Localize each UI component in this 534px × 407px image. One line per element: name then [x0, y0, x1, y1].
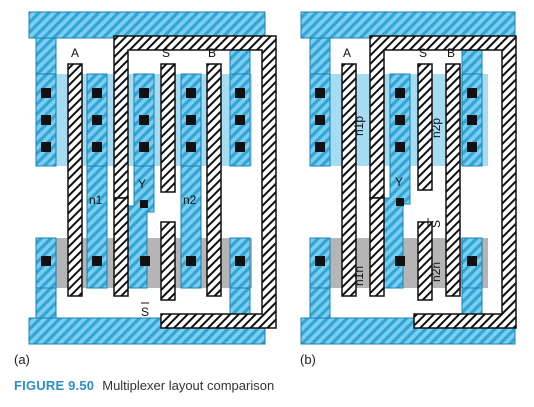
- contacts-b: [315, 88, 477, 266]
- rail-drop-left-b: [309, 37, 331, 75]
- label-n2-a: n2: [183, 193, 197, 207]
- poly-sbar-b: [369, 197, 385, 297]
- poly-sbar-gate-b: [417, 221, 433, 301]
- poly-a-b: [341, 63, 357, 297]
- rail-rise-left-b: [309, 287, 331, 319]
- figure-title: Multiplexer layout comparison: [102, 378, 275, 393]
- vdd-rail-b: [300, 11, 516, 39]
- label-b-b: B: [447, 46, 455, 60]
- rail-drop-left-a: [35, 37, 57, 75]
- metal-n2-a: [180, 165, 202, 289]
- metal-y-a: [126, 165, 155, 289]
- label-n1p-b: n1p: [352, 116, 366, 136]
- panel-b-sublabel: (b): [300, 352, 316, 367]
- poly-b-a: [206, 63, 222, 297]
- label-n1-a: n1: [89, 193, 103, 207]
- poly-s-gate-b: [417, 63, 433, 191]
- label-s-a: S: [162, 46, 170, 60]
- figure-caption: FIGURE 9.50 Multiplexer layout comparison: [14, 378, 274, 393]
- label-n2p-b: n2p: [429, 118, 443, 138]
- poly-a-a: [67, 63, 83, 297]
- label-sbar-b: S: [429, 220, 443, 228]
- rail-rise-left-a: [35, 287, 57, 319]
- poly-b-b: [445, 63, 461, 297]
- label-sbar-a: S: [141, 305, 149, 319]
- contacts-a: [41, 88, 245, 266]
- panel-a-sublabel: (a): [14, 352, 30, 367]
- label-b-a: B: [208, 46, 216, 60]
- label-a-b: A: [343, 46, 351, 60]
- metal-y-b: [382, 73, 411, 289]
- vdd-rail-a: [28, 11, 266, 39]
- label-y-b: Y: [395, 175, 403, 189]
- metal-n1-a: [86, 165, 108, 289]
- figure-number: FIGURE 9.50: [14, 378, 95, 393]
- poly-s-gate-a: [160, 63, 176, 193]
- label-a-a: A: [71, 46, 79, 60]
- label-s-b: S: [419, 46, 427, 60]
- label-y-a: Y: [138, 177, 146, 191]
- panel-a-layout: A S B n1 n2 Y S: [28, 11, 277, 345]
- label-n1n-b: n1n: [352, 266, 366, 286]
- panel-b-layout: A S B n1p n2p n1n n2n Y S: [300, 11, 517, 345]
- poly-sbar-b-a: [160, 221, 176, 301]
- poly-sbar-a: [113, 197, 129, 297]
- label-n2n-b: n2n: [429, 262, 443, 282]
